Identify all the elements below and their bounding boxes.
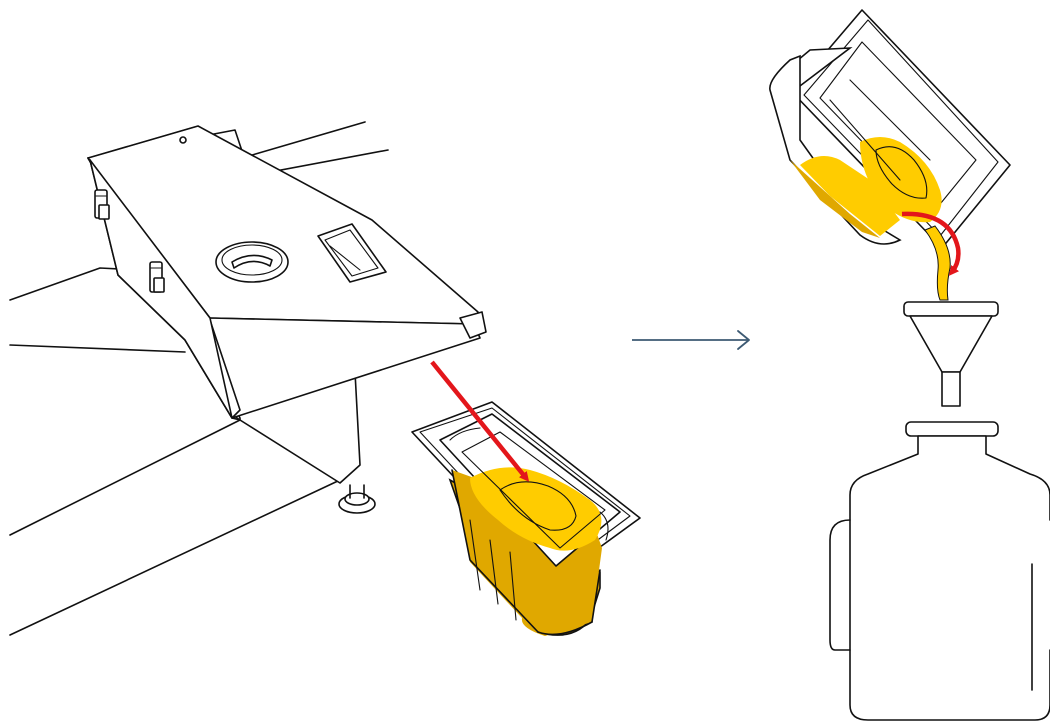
funnel-spout <box>941 371 961 407</box>
funnel <box>903 301 999 407</box>
fryer-machine <box>9 121 487 636</box>
frame-rail-lower <box>9 419 241 536</box>
frame-rail-middle <box>9 344 186 353</box>
lid-cap <box>215 241 289 283</box>
lid-window <box>317 223 387 283</box>
machine-foot <box>338 484 376 514</box>
tilted-pan <box>769 9 1011 301</box>
oil-canister <box>829 421 1050 721</box>
latch-upper <box>94 189 110 220</box>
canister-body <box>829 435 1050 721</box>
pan-side-right <box>591 569 601 623</box>
pan-ribs <box>469 519 517 621</box>
pan-corners <box>449 427 609 541</box>
oil-stream <box>924 225 951 301</box>
canister-cap <box>905 421 999 437</box>
pan-inner-bottom <box>499 481 577 531</box>
frame-rail-back-1 <box>234 121 366 161</box>
tilted-pan-ribs <box>829 79 931 181</box>
funnel-rim <box>903 301 999 317</box>
arrow-down-right-icon <box>430 360 530 482</box>
pan-inner-wall <box>461 431 606 549</box>
frame-rail-bottom <box>9 479 341 636</box>
latch-lower <box>149 261 165 293</box>
tilted-pan-oil-light <box>800 156 900 236</box>
drip-pan <box>411 401 641 636</box>
arrow-right-icon <box>632 330 750 350</box>
lid-outlet <box>459 311 487 339</box>
funnel-cone <box>909 315 993 373</box>
lid-back-edge <box>87 125 199 159</box>
lid-screw <box>179 136 187 144</box>
tilted-pan-inner-bottom <box>875 146 928 199</box>
pan-bottom <box>537 621 593 636</box>
curved-arrow-icon <box>901 211 961 276</box>
